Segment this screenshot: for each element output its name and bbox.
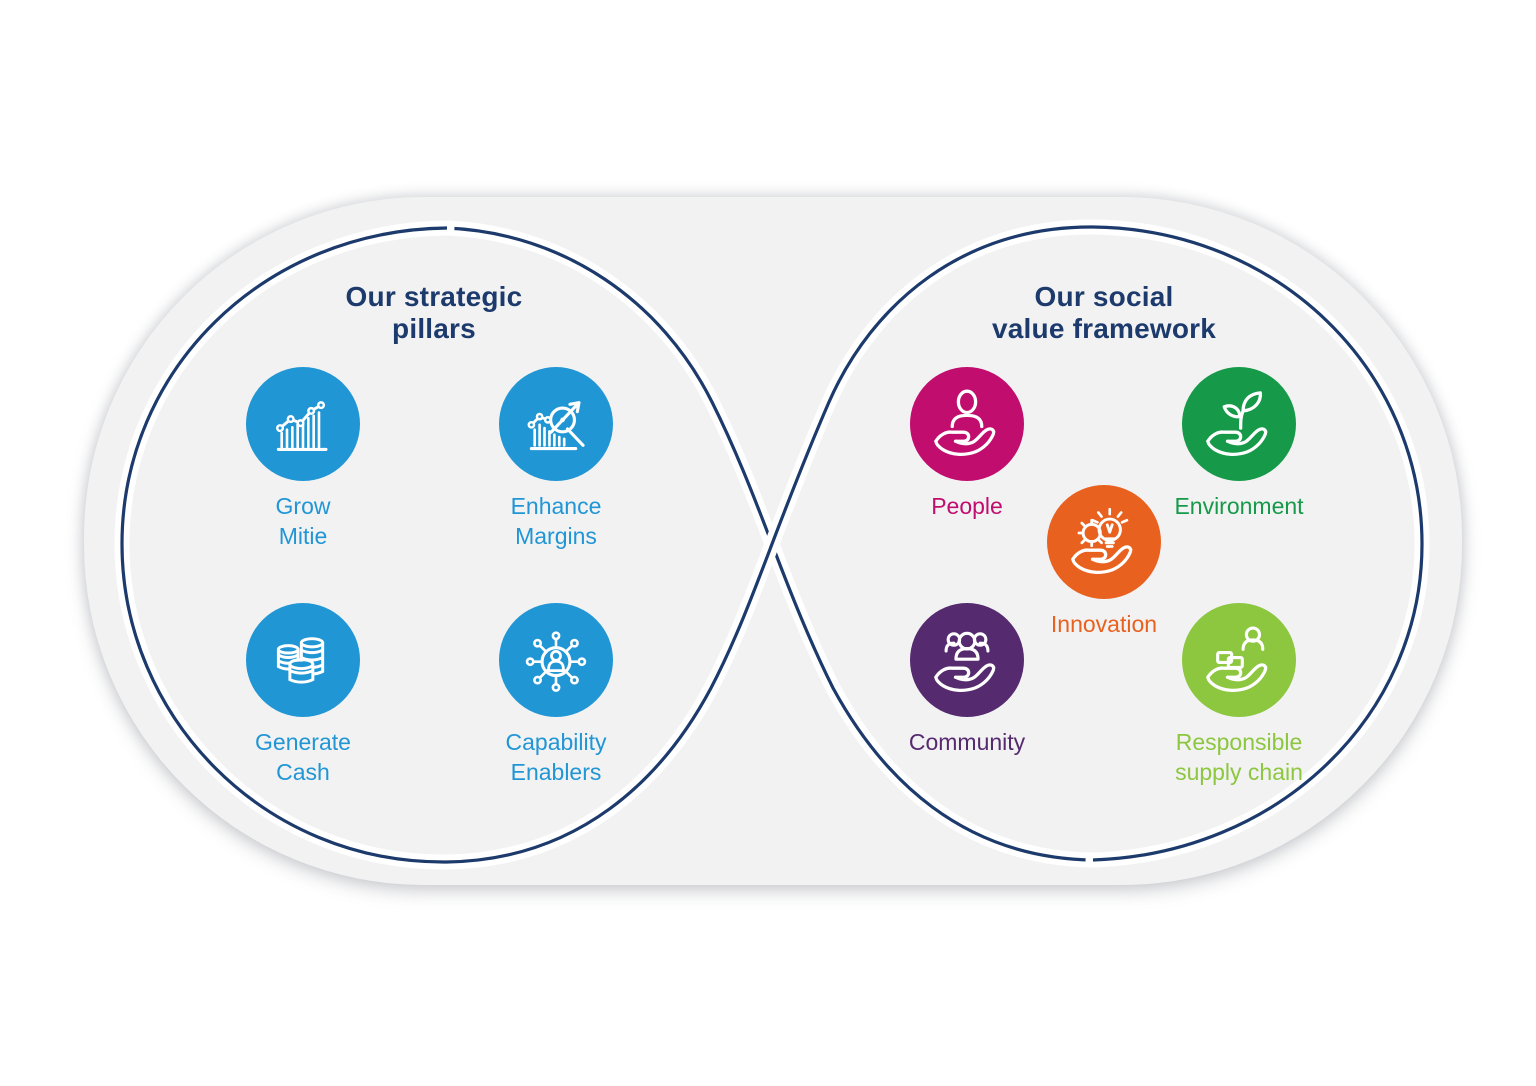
pillar-capability-enablers: Capability Enablers xyxy=(499,603,613,785)
label-line: Margins xyxy=(515,523,597,549)
person-in-hand-icon xyxy=(910,367,1024,481)
social-people: People xyxy=(910,367,1024,519)
left-title: Our strategic pillars xyxy=(234,281,634,345)
pillar-generate-cash: Generate Cash xyxy=(246,603,360,785)
social-label: Community xyxy=(842,727,1092,757)
label-line: Cash xyxy=(276,759,330,785)
left-title-line2: pillars xyxy=(392,313,476,344)
label-line: Grow xyxy=(275,493,331,519)
plant-in-hand-icon xyxy=(1182,367,1296,481)
label-line: Capability xyxy=(505,729,607,755)
social-environment: Environment xyxy=(1174,367,1304,519)
margins-analysis-icon xyxy=(499,367,613,481)
social-label: People xyxy=(842,491,1092,521)
pillar-label: Enhance Margins xyxy=(431,491,681,551)
social-community: Community xyxy=(909,603,1025,755)
label-line: Innovation xyxy=(1050,611,1158,637)
label-line: supply chain xyxy=(1175,759,1303,785)
social-label: Responsible supply chain xyxy=(1114,727,1364,787)
label-line: Enablers xyxy=(510,759,602,785)
social-label: Environment xyxy=(1114,491,1364,521)
group-in-hand-icon xyxy=(910,603,1024,717)
right-title-line2: value framework xyxy=(992,313,1216,344)
pillar-enhance-margins: Enhance Margins xyxy=(499,367,613,549)
social-innovation: Innovation xyxy=(1047,485,1161,637)
right-title-line1: Our social xyxy=(1034,281,1174,312)
label-line: Generate xyxy=(255,729,351,755)
label-line: Responsible xyxy=(1175,729,1303,755)
pillar-grow-mitie: Grow Mitie xyxy=(246,367,360,549)
person-network-icon xyxy=(499,603,613,717)
label-line: People xyxy=(931,493,1003,519)
label-line: Community xyxy=(908,729,1026,755)
label-line: Mitie xyxy=(278,523,328,549)
left-title-line1: Our strategic xyxy=(345,281,523,312)
growth-chart-icon xyxy=(246,367,360,481)
label-line: Environment xyxy=(1174,493,1304,519)
coin-stacks-icon xyxy=(246,603,360,717)
supply-chain-in-hand-icon xyxy=(1182,603,1296,717)
pillar-label: Capability Enablers xyxy=(431,727,681,787)
social-responsible-supply-chain: Responsible supply chain xyxy=(1175,603,1303,785)
social-label: Innovation xyxy=(979,609,1229,639)
right-title: Our social value framework xyxy=(904,281,1304,345)
idea-in-hand-icon xyxy=(1047,485,1161,599)
pillar-label: Generate Cash xyxy=(178,727,428,787)
pillar-label: Grow Mitie xyxy=(178,491,428,551)
label-line: Enhance xyxy=(510,493,602,519)
